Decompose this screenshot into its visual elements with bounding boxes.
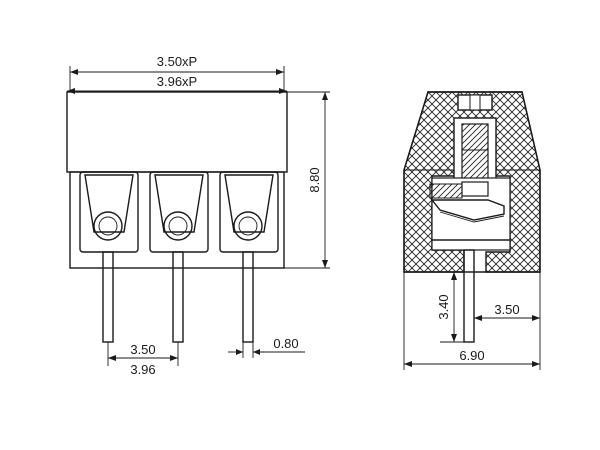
dim-depth-label: 6.90 [459,348,484,363]
terminal-2 [149,171,209,253]
dim-total-396: 3.96xP [67,74,287,94]
dim-pin-width: 0.80 [228,336,305,358]
dim-depth: 6.90 [403,272,541,370]
dim-total-350-label: 3.50xP [157,54,197,69]
dim-pin-width-label: 0.80 [273,336,298,351]
side-pin [463,249,475,343]
side-screw [453,94,497,183]
front-view: 3.50xP 3.96xP 8.80 3.50 3.96 [66,54,330,377]
dim-pin-offset-label: 3.50 [494,302,519,317]
front-body-bottom [69,171,285,269]
dim-pitch-350-label: 3.50 [130,342,155,357]
side-clamp [429,177,511,251]
dim-height: 8.80 [284,91,330,269]
dim-pitch: 3.50 3.96 [107,342,179,377]
dim-total-350: 3.50xP [69,54,285,92]
dim-pin-offset: 3.50 [474,272,541,324]
front-body-top [66,91,288,173]
dim-pitch-396-label: 3.96 [130,362,155,377]
terminal-1 [79,171,139,253]
dim-height-label: 8.80 [307,167,322,192]
front-pins [102,251,254,343]
side-view: 3.40 3.50 6.90 [403,91,541,370]
dim-total-396-label: 3.96xP [157,74,197,89]
terminal-3 [219,171,279,253]
dim-pin-length: 3.40 [436,271,464,343]
dim-pin-length-label: 3.40 [436,294,451,319]
